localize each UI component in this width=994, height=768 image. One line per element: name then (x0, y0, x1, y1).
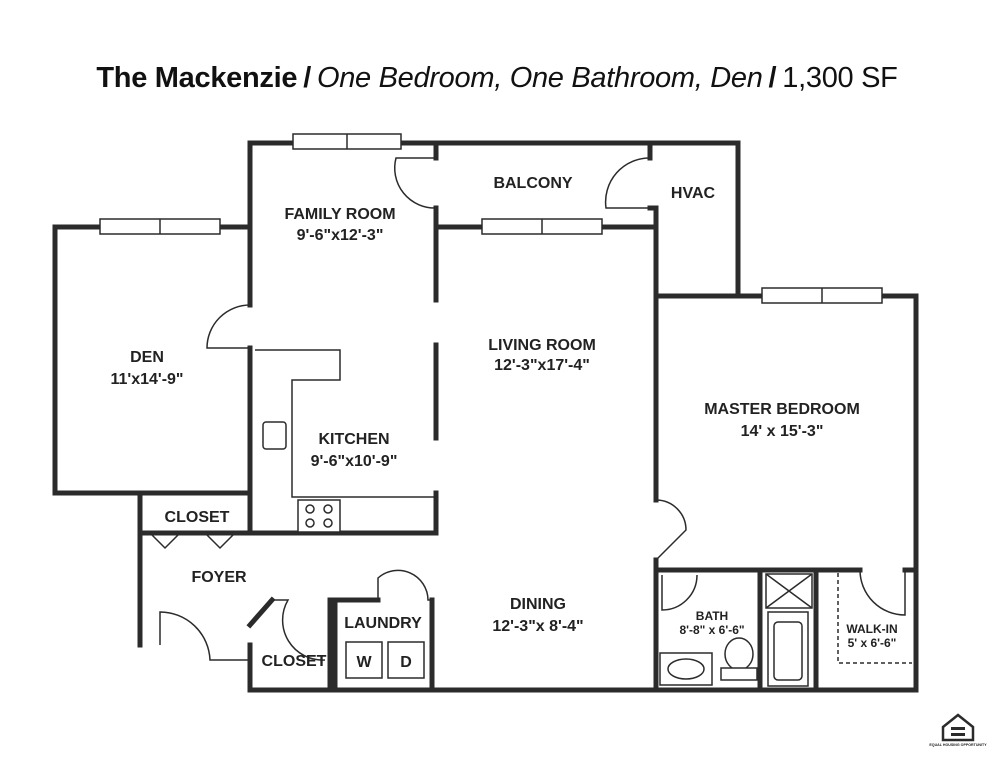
room-family-size: 9'-6"x12'-3" (297, 227, 384, 244)
room-closet-bottom-label: CLOSET (262, 653, 327, 670)
fixtures (262, 421, 912, 687)
plan-name: The Mackenzie (96, 62, 298, 94)
dryer-icon (387, 641, 425, 679)
room-walk-in-size: 5' x 6'-6" (848, 636, 897, 650)
room-dining-size: 12'-3"x 8'-4" (492, 618, 583, 635)
room-den-label: DEN (130, 349, 164, 366)
sink-icon (262, 421, 287, 450)
walls (52, 140, 919, 693)
room-bath-label: BATH (696, 609, 728, 623)
windows (99, 133, 883, 304)
room-hvac-label: HVAC (671, 185, 716, 202)
bathtub-icon (767, 611, 809, 687)
unit-area: 1,300 SF (782, 62, 898, 94)
room-master-size: 14' x 15'-3" (741, 423, 824, 440)
room-living-size: 12'-3"x17'-4" (494, 357, 590, 374)
stove-icon (297, 499, 341, 533)
vanity-sink-icon (659, 652, 713, 686)
room-family-label: FAMILY ROOM (284, 206, 395, 223)
room-kitchen-size: 9'-6"x10'-9" (311, 453, 398, 470)
dryer-label: D (400, 654, 412, 671)
room-walk-in-label: WALK-IN (846, 622, 897, 636)
shower-icon (765, 573, 813, 609)
washer-icon (345, 641, 383, 679)
page-title: The Mackenzie/One Bedroom, One Bathroom,… (0, 62, 994, 95)
room-labels: BALCONY HVAC FAMILY ROOM 9'-6"x12'-3" DE… (110, 175, 897, 671)
title-separator: / (303, 62, 311, 94)
room-den-size: 11'x14'-9" (110, 371, 183, 388)
room-foyer-label: FOYER (191, 569, 247, 586)
unit-type: One Bedroom, One Bathroom, Den (316, 62, 763, 94)
equal-housing-opportunity-icon: EQUAL HOUSING OPPORTUNITY (929, 713, 987, 747)
room-master-label: MASTER BEDROOM (704, 401, 860, 418)
room-balcony-label: BALCONY (493, 175, 572, 192)
room-bath-size: 8'-8" x 6'-6" (679, 623, 744, 637)
room-kitchen-label: KITCHEN (318, 431, 389, 448)
room-dining-label: DINING (510, 596, 566, 613)
toilet-icon (720, 637, 758, 681)
room-laundry-label: LAUNDRY (344, 615, 422, 632)
logo-text: EQUAL HOUSING OPPORTUNITY (929, 743, 987, 747)
title-separator: / (768, 62, 777, 94)
room-living-label: LIVING ROOM (488, 337, 596, 354)
room-closet-top-label: CLOSET (165, 509, 230, 526)
doors (149, 157, 906, 661)
walk-in-shelf (837, 573, 912, 664)
washer-label: W (356, 654, 372, 671)
